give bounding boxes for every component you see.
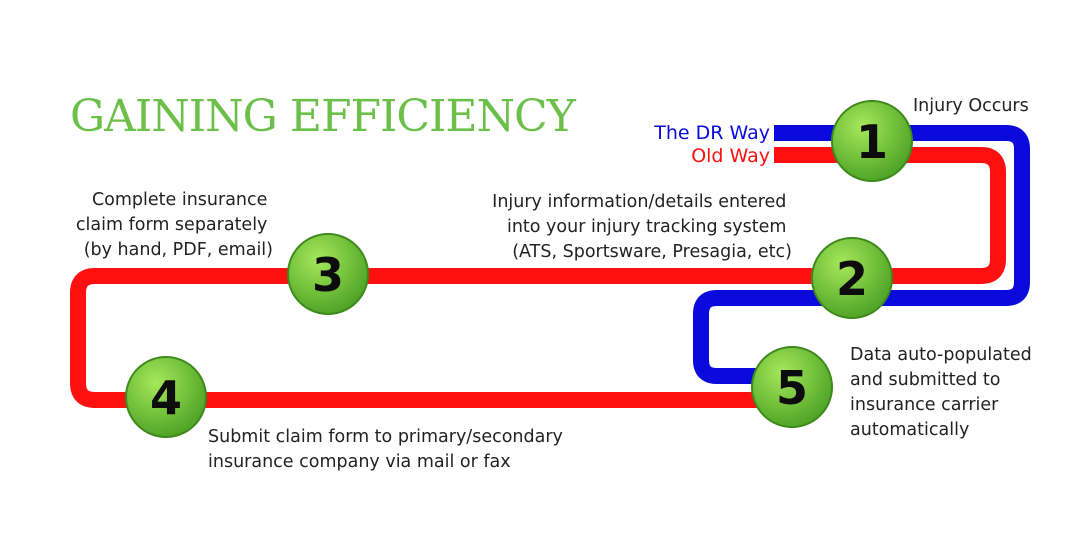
svg-text:2: 2 [836, 252, 868, 306]
legend-new-way-label: The DR Way [653, 122, 770, 144]
step-node-1: 1 [831, 100, 913, 182]
step-4-caption: Submit claim form to primary/secondary i… [208, 427, 568, 472]
step-5-caption: Data auto-populated and submitted to ins… [850, 345, 1037, 440]
step-node-2: 2 [811, 237, 893, 319]
step-node-3: 3 [287, 233, 369, 315]
page-title: GAINING EFFICIENCY [70, 91, 577, 142]
step-node-4: 4 [125, 356, 207, 438]
legend-old-way-label: Old Way [691, 145, 770, 167]
svg-text:5: 5 [776, 361, 808, 415]
svg-text:4: 4 [150, 371, 182, 425]
svg-text:1: 1 [856, 115, 888, 169]
step-2-caption: Injury information/details entered into … [492, 192, 792, 262]
step-node-5: 5 [751, 346, 833, 428]
old-way-path [70, 147, 1006, 408]
step-3-caption: Complete insurance claim form separately… [76, 190, 273, 260]
svg-text:3: 3 [312, 248, 344, 302]
step-1-caption: Injury Occurs [913, 96, 1029, 116]
